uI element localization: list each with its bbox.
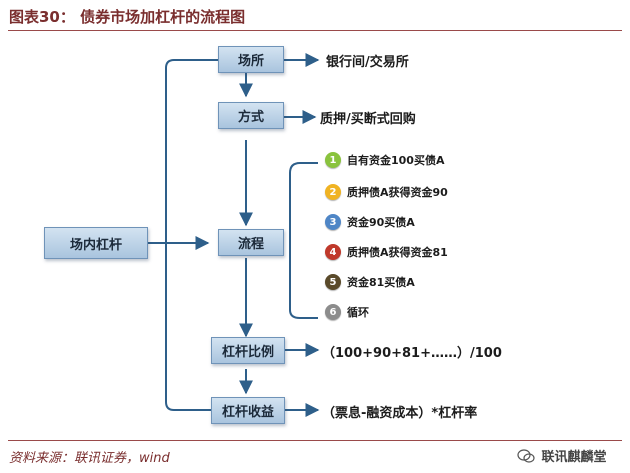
node-root: 场内杠杆 — [44, 227, 148, 259]
process-step-6: 6 循环 — [325, 302, 369, 322]
process-step-4: 4 质押债A获得资金81 — [325, 242, 448, 262]
chat-bubble-icon — [517, 449, 535, 463]
step-number-badge: 5 — [325, 274, 341, 290]
step-text: 自有资金100买债A — [347, 154, 445, 167]
leverage-ratio-detail: （100+90+81+……）/100 — [322, 346, 502, 361]
title-divider — [8, 30, 622, 31]
node-method: 方式 — [218, 102, 284, 129]
step-text: 质押债A获得资金81 — [347, 246, 448, 259]
process-step-5: 5 资金81买债A — [325, 272, 415, 292]
process-step-3: 3 资金90买债A — [325, 212, 415, 232]
step-text: 资金81买债A — [347, 276, 415, 289]
source-note: 资料来源：联讯证券，wind — [9, 451, 170, 466]
watermark: 联讯麒麟堂 — [517, 446, 607, 465]
page-title: 图表30： 债券市场加杠杆的流程图 — [9, 8, 246, 26]
step-number-badge: 6 — [325, 304, 341, 320]
node-process: 流程 — [218, 229, 284, 256]
leverage-return-detail: （票息-融资成本）*杠杆率 — [322, 406, 478, 421]
step-text: 循环 — [347, 306, 369, 319]
step-number-badge: 1 — [325, 152, 341, 168]
step-text: 质押债A获得资金90 — [347, 186, 448, 199]
step-number-badge: 2 — [325, 184, 341, 200]
step-number-badge: 4 — [325, 244, 341, 260]
step-number-badge: 3 — [325, 214, 341, 230]
watermark-text: 联讯麒麟堂 — [541, 450, 607, 465]
footer-divider — [8, 440, 622, 441]
step-text: 资金90买债A — [347, 216, 415, 229]
method-detail: 质押/买断式回购 — [320, 112, 416, 127]
node-leverage-return: 杠杆收益 — [211, 397, 285, 424]
node-leverage-ratio: 杠杆比例 — [211, 337, 285, 364]
process-step-2: 2 质押债A获得资金90 — [325, 182, 448, 202]
process-step-1: 1 自有资金100买债A — [325, 150, 444, 170]
venue-detail: 银行间/交易所 — [326, 55, 409, 70]
node-venue: 场所 — [218, 46, 284, 73]
